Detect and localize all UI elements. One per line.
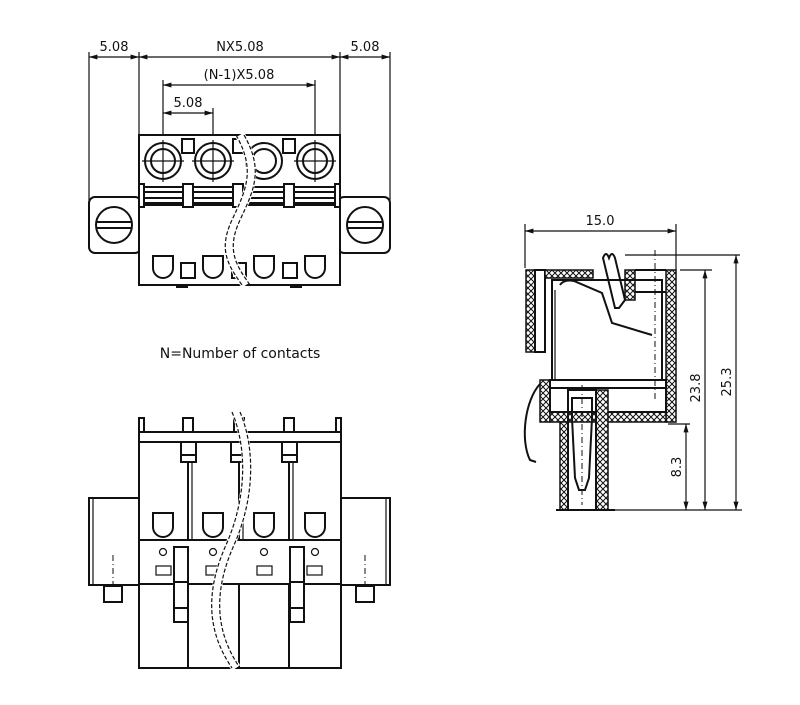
dim-left-flange: 5.08 xyxy=(100,40,129,55)
left-screw-icon xyxy=(95,206,133,244)
dim-right-flange: 5.08 xyxy=(351,40,380,55)
contact-hole-2 xyxy=(192,140,234,182)
right-screw-icon xyxy=(346,206,384,244)
wire-openings xyxy=(152,255,326,279)
dim-body-height: 23.8 xyxy=(689,374,704,403)
bottom-view xyxy=(88,410,391,671)
left-mount xyxy=(88,497,142,586)
dim-overall-width: NX5.08 xyxy=(216,40,264,55)
latch-left xyxy=(173,546,189,623)
wire-cups xyxy=(139,512,341,541)
right-nut xyxy=(355,585,375,603)
front-view: 5.08 NX5.08 5.08 (N-1)X5.08 5.08 xyxy=(88,40,391,288)
contact-hole-1 xyxy=(142,140,184,182)
dim-pitch: 5.08 xyxy=(174,96,203,111)
left-nut xyxy=(103,585,123,603)
dim-total-height: 25.3 xyxy=(720,368,735,397)
note-number-of-contacts: N=Number of contacts xyxy=(160,346,321,362)
front-dimension-lines xyxy=(89,54,390,116)
right-mount xyxy=(337,497,391,586)
dim-span: (N-1)X5.08 xyxy=(204,68,275,83)
contact-hole-4 xyxy=(294,140,336,182)
side-section-view: 15.0 xyxy=(523,214,742,511)
front-extension-lines xyxy=(88,52,391,200)
dim-pin-height: 8.3 xyxy=(670,457,685,478)
dim-side-width: 15.0 xyxy=(586,214,615,229)
latch-right xyxy=(289,546,305,623)
